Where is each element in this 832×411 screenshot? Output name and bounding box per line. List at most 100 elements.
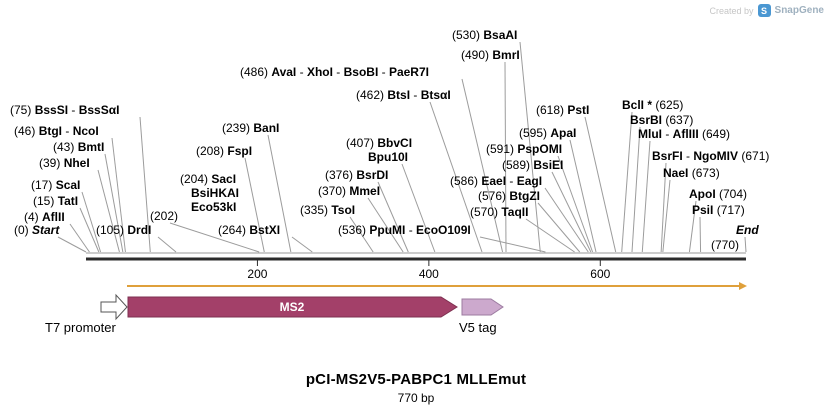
site-label-btgi-ncoi[interactable]: (46) BtgI - NcoI <box>14 125 99 138</box>
ruler-tick-label: 600 <box>590 267 611 281</box>
enzyme-name: NgoMIV <box>693 149 739 163</box>
site-connector-line <box>641 140 651 253</box>
enzyme-name: PstI <box>567 103 590 117</box>
site-label-bsiei[interactable]: (589) BsiEI <box>502 159 563 172</box>
site-label-bsrfi-ngomiv[interactable]: BsrFI - NgoMIV (671) <box>652 150 769 163</box>
cut-position: - <box>405 223 417 237</box>
site-label-bani[interactable]: (239) BanI <box>222 122 279 135</box>
site-label-bsrdi[interactable]: (376) BsrDI <box>325 169 388 182</box>
site-label-saci[interactable]: (204) SacI <box>180 173 236 186</box>
site-label-bsaai[interactable]: (530) BsaAI <box>452 29 517 42</box>
cut-position: - <box>296 65 307 79</box>
site-label-btsi-btsαi[interactable]: (462) BtsI - BtsαI <box>356 89 451 102</box>
site-label-naei[interactable]: NaeI (673) <box>663 167 720 180</box>
site-connector-line <box>525 218 575 253</box>
site-connector-line <box>79 207 100 253</box>
site-label-apai[interactable]: (595) ApaI <box>519 127 576 140</box>
site-label-202[interactable]: (202) <box>150 210 178 223</box>
cut-position: - <box>62 124 73 138</box>
site-label-bsssi-bsssαi[interactable]: (75) BssSI - BssSαI <box>10 104 119 117</box>
transcript-arrow-group <box>127 282 747 290</box>
cut-position: - <box>682 149 694 163</box>
site-label-tsoi[interactable]: (335) TsoI <box>300 204 355 217</box>
site-label-end[interactable]: End <box>736 224 759 237</box>
page-title: pCI-MS2V5-PABPC1 MLLEmut <box>305 371 527 388</box>
site-connector-line <box>519 41 541 253</box>
cut-position: (673) <box>688 166 720 180</box>
site-connector-line <box>169 222 260 253</box>
site-label-bmri[interactable]: (490) BmrI <box>461 49 520 62</box>
site-label-mlui-afliii[interactable]: MluI - AflIII (649) <box>638 128 730 141</box>
cut-position: (17) <box>31 178 56 192</box>
site-label-aflii[interactable]: (4) AflII <box>24 211 65 224</box>
cut-position: - <box>410 88 421 102</box>
site-label-mmei[interactable]: (370) MmeI <box>318 185 380 198</box>
cut-position: (4) <box>24 210 42 224</box>
site-label-start[interactable]: (0) Start <box>14 224 59 237</box>
cut-position: - <box>506 174 517 188</box>
site-connector-line <box>69 223 90 253</box>
site-label-ppumi-ecoo109i[interactable]: (536) PpuMI - EcoO109I <box>338 224 471 237</box>
site-label-eco53ki[interactable]: Eco53kI <box>191 201 236 214</box>
site-connector-line <box>699 216 702 253</box>
enzyme-name: BsrFI <box>652 149 683 163</box>
site-connector-line <box>81 191 102 253</box>
cut-position: (370) <box>318 184 350 198</box>
site-label-bsrbi[interactable]: BsrBI (637) <box>630 114 693 127</box>
t7-promoter-arrow[interactable] <box>100 293 128 321</box>
site-label-770[interactable]: (770) <box>711 239 739 252</box>
cut-position: (75) <box>10 103 35 117</box>
site-label-bcli[interactable]: BclI * (625) <box>622 99 683 112</box>
enzyme-name: BssSαI <box>78 103 120 117</box>
site-connector-line <box>537 202 581 253</box>
sequence-length-label: 770 bp <box>397 391 435 405</box>
cut-position: (43) <box>53 140 78 154</box>
site-label-drdi[interactable]: (105) DrdI <box>96 224 151 237</box>
enzyme-name: BbvCI <box>377 136 413 150</box>
v5-tag-arrow[interactable] <box>461 298 504 316</box>
site-label-avai-xhoi-bsobi-paer7i[interactable]: (486) AvaI - XhoI - BsoBI - PaeR7I <box>240 66 429 79</box>
site-label-nhei[interactable]: (39) NheI <box>39 157 90 170</box>
site-label-scai[interactable]: (17) ScaI <box>31 179 80 192</box>
enzyme-name: BstXI <box>249 223 281 237</box>
ms2-feature-arrow[interactable] <box>127 296 458 318</box>
enzyme-name: FspI <box>227 144 253 158</box>
site-connector-line <box>104 153 124 253</box>
enzyme-name: PsiI <box>692 203 714 217</box>
site-label-bmti[interactable]: (43) BmtI <box>53 141 104 154</box>
site-label-btgzi[interactable]: (576) BtgZI <box>478 190 540 203</box>
site-label-fspi[interactable]: (208) FspI <box>196 145 252 158</box>
snapgene-logo-icon: S <box>757 4 771 17</box>
site-label-eaei-eagi[interactable]: (586) EaeI - EagI <box>450 175 542 188</box>
enzyme-name: BsrDI <box>356 168 389 182</box>
enzyme-name: AflIII <box>672 127 699 141</box>
enzyme-name: Bpu10I <box>368 150 409 164</box>
site-connector-line <box>157 236 177 253</box>
site-label-bpu10i[interactable]: Bpu10I <box>368 151 408 164</box>
cut-position: (704) <box>715 187 748 201</box>
site-label-bsihkai[interactable]: BsiHKAI <box>191 187 239 200</box>
site-label-psti[interactable]: (618) PstI <box>536 104 589 117</box>
site-connector-line <box>367 197 404 253</box>
ms2-feature-label: MS2 <box>280 300 305 314</box>
enzyme-name: EaeI <box>481 174 507 188</box>
site-label-bstxi[interactable]: (264) BstXI <box>218 224 280 237</box>
site-label-tati[interactable]: (15) TatI <box>33 195 78 208</box>
enzyme-name: MmeI <box>349 184 381 198</box>
site-label-bbvci[interactable]: (407) BbvCI <box>346 137 412 150</box>
cut-position: - <box>662 127 673 141</box>
enzyme-name: PaeR7I <box>388 65 429 79</box>
site-connector-line <box>569 139 597 253</box>
enzyme-name: BclI * <box>622 98 653 112</box>
site-label-psii[interactable]: PsiI (717) <box>692 204 745 217</box>
enzyme-name: DrdI <box>127 223 152 237</box>
site-label-pspomi[interactable]: (591) PspOMI <box>486 143 562 156</box>
site-label-taqii[interactable]: (570) TaqII <box>470 206 528 219</box>
cut-position: (239) <box>222 121 254 135</box>
cut-position: (570) <box>470 205 502 219</box>
transcript-arrowhead-icon <box>739 282 747 290</box>
site-label-apoi[interactable]: ApoI (704) <box>689 188 747 201</box>
cut-position: (591) <box>486 142 518 156</box>
enzyme-name: BsoBI <box>343 65 379 79</box>
